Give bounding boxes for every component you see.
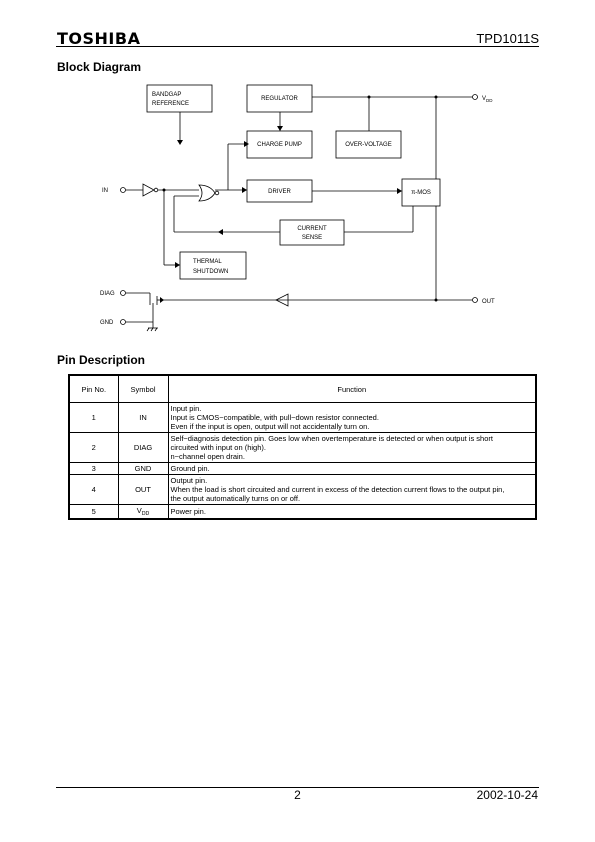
table-row: 2 DIAG Self−diagnosis detection pin. Goe… (68, 432, 537, 463)
part-number: TPD1011S (476, 31, 539, 46)
bandgap-label-2: REFERENCE (152, 101, 189, 107)
current-sense-label-1: CURRENT (297, 226, 327, 232)
over-voltage-block (335, 130, 402, 159)
pin-number: 3 (68, 462, 119, 475)
diag-pin-label: DIAG (100, 291, 115, 297)
pin-symbol: GND (117, 462, 169, 475)
charge-pump-label: CHARGE PUMP (257, 142, 302, 148)
pin-description-table: Pin No. Symbol Function 1 IN Input pin. … (68, 374, 537, 520)
pin-function: Ground pin. (167, 462, 537, 475)
table-row: 3 GND Ground pin. (68, 462, 537, 475)
pin-function: Input pin. Input is CMOS−compatible, wit… (167, 402, 537, 433)
pin-symbol: IN (117, 402, 169, 433)
function-header: Function (167, 374, 537, 403)
pin-description-title: Pin Description (57, 353, 146, 367)
pin-function: Output pin. When the load is short circu… (167, 474, 537, 505)
block-diagram-title: Block Diagram (57, 60, 142, 74)
pi-mos-label: π-MOS (411, 190, 431, 196)
page-number: 2 (294, 788, 301, 802)
pin-symbol: OUT (117, 474, 169, 505)
table-header-row: Pin No. Symbol Function (68, 374, 537, 403)
block-diagram: BANDGAP REFERENCE REGULATOR CHARGE PUMP … (100, 84, 495, 332)
vdd-pin-label: VDD (482, 96, 493, 103)
header-rule (56, 46, 539, 47)
pin-number: 2 (68, 432, 119, 463)
thermal-shutdown-block (179, 251, 247, 280)
pin-function: Power pin. (167, 504, 537, 520)
driver-label: DRIVER (268, 189, 291, 195)
current-sense-label-2: SENSE (302, 235, 322, 241)
thermal-label-1: THERMAL (193, 259, 222, 265)
footer-date: 2002-10-24 (476, 788, 538, 802)
bandgap-label-1: BANDGAP (152, 92, 181, 98)
out-pin-label: OUT (482, 299, 495, 305)
pin-function: Self−diagnosis detection pin. Goes low w… (167, 432, 537, 463)
brand-logo: TOSHIBA (57, 29, 141, 48)
thermal-label-2: SHUTDOWN (193, 269, 228, 275)
table-row: 5 VDD Power pin. (68, 504, 537, 520)
current-sense-block (279, 219, 345, 246)
pin-number: 1 (68, 402, 119, 433)
pin-number: 4 (68, 474, 119, 505)
in-pin-label: IN (102, 188, 108, 194)
regulator-block (246, 84, 313, 113)
table-row: 4 OUT Output pin. When the load is short… (68, 474, 537, 505)
gnd-pin-label: GND (100, 320, 114, 326)
pi-mos-block (401, 178, 441, 207)
footer-rule (56, 787, 539, 788)
pin-symbol: DIAG (117, 432, 169, 463)
symbol-header: Symbol (117, 374, 169, 403)
pin-number: 5 (68, 504, 119, 520)
bandgap-block (146, 84, 213, 113)
table-row: 1 IN Input pin. Input is CMOS−compatible… (68, 402, 537, 433)
pin-no-header: Pin No. (68, 374, 119, 403)
regulator-label: REGULATOR (261, 96, 298, 102)
pin-symbol: VDD (117, 504, 169, 520)
over-voltage-label: OVER-VOLTAGE (345, 142, 391, 148)
